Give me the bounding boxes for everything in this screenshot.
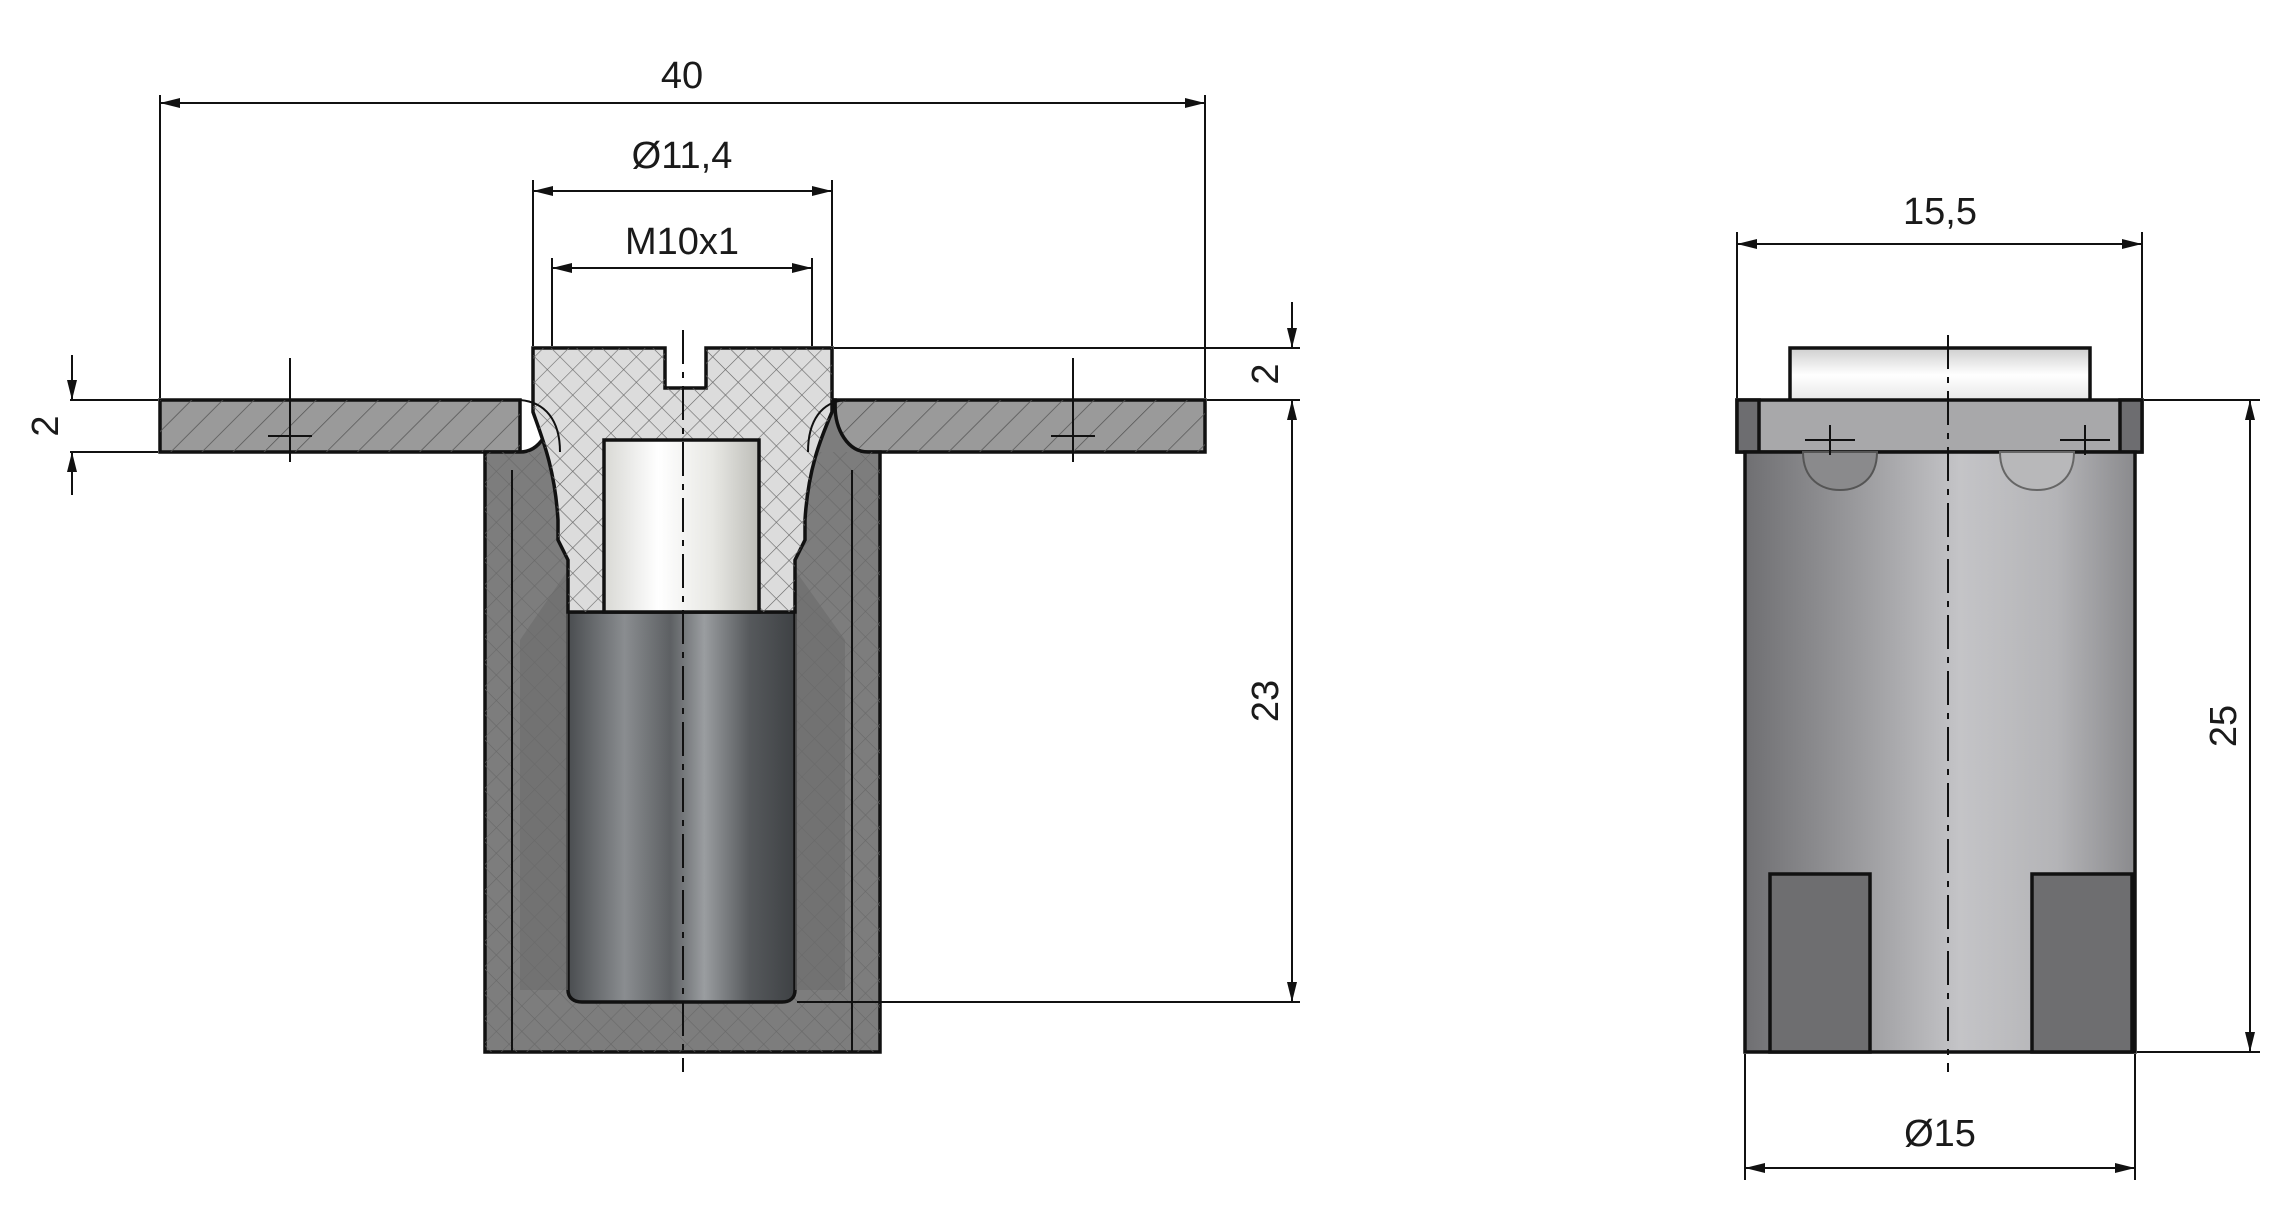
dim-flange-width: 40	[661, 55, 703, 97]
dim-top-width: 15,5	[1903, 191, 1977, 233]
dim-body-length: 23	[1245, 680, 1287, 722]
dim-body-diameter: Ø15	[1904, 1113, 1976, 1155]
side-flange	[1735, 398, 2144, 454]
dim-flange-thickness: 2	[25, 415, 67, 436]
section-view	[158, 330, 1207, 1072]
side-view	[1735, 335, 2144, 1072]
side-slot-right	[2030, 872, 2134, 1054]
dim-hole-diameter: Ø11,4	[632, 135, 733, 177]
side-dimensions: 15,5 25 Ø15	[1736, 191, 2260, 1180]
dim-total-height: 25	[2203, 705, 2245, 747]
dim-thread: M10x1	[625, 221, 739, 263]
dim-head-protrusion: 2	[1245, 363, 1287, 384]
insert-bore	[602, 438, 761, 614]
side-slot-left	[1768, 872, 1872, 1054]
threaded-bore	[566, 610, 797, 1004]
section-dimensions: 40 Ø11,4 M10x1 2 2 23	[25, 55, 1300, 1003]
side-cap	[1788, 346, 2092, 404]
